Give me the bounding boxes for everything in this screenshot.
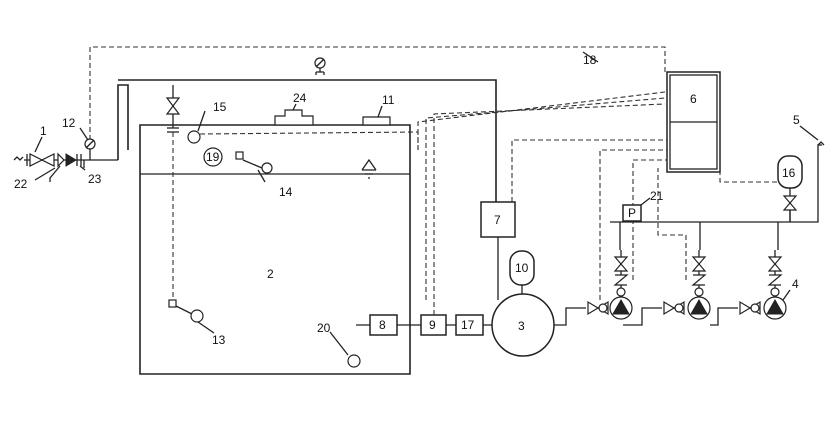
label-5: 5 [793, 113, 800, 127]
inlet-pipe [13, 57, 497, 202]
label-6: 6 [690, 92, 697, 106]
leader-20 [329, 331, 349, 356]
label-17: 17 [461, 318, 475, 332]
leader-13 [197, 321, 215, 334]
label-7: 7 [494, 213, 501, 227]
suction-line [356, 314, 492, 336]
label-3: 3 [518, 319, 525, 333]
leader-15 [197, 110, 206, 132]
label-22: 22 [14, 177, 28, 191]
label-23: 23 [88, 172, 102, 186]
label-2: 2 [267, 267, 274, 281]
leader-14 [257, 169, 266, 183]
label-24: 24 [293, 91, 307, 105]
label-13: 13 [212, 333, 226, 347]
label-8: 8 [379, 318, 386, 332]
pressure-switch-21 [622, 204, 642, 222]
pressure-switch-letter: P [628, 206, 636, 220]
control-panel-6 [666, 71, 721, 173]
label-18: 18 [583, 53, 597, 67]
device-8 [369, 314, 398, 336]
label-21: 21 [650, 189, 664, 203]
label-20: 20 [317, 321, 331, 335]
leader-18 [582, 51, 599, 63]
label-12: 12 [62, 116, 76, 130]
booster-pump-2 [663, 250, 711, 320]
leader-5 [799, 125, 819, 141]
label-9: 9 [429, 318, 436, 332]
leader-4 [782, 289, 791, 301]
controller-7 [480, 201, 516, 238]
leader-12 [79, 127, 89, 141]
label-11: 11 [382, 93, 395, 107]
booster-pump-3 [739, 250, 787, 320]
booster-pump-1 [587, 250, 633, 320]
device-17 [455, 314, 484, 336]
leader-1 [34, 136, 43, 153]
label-16: 16 [782, 166, 796, 180]
leader-24 [292, 103, 297, 111]
label-4: 4 [792, 277, 799, 291]
leader-11 [377, 105, 383, 118]
label-10: 10 [515, 261, 529, 275]
label-1: 1 [40, 124, 47, 138]
leader-23 [79, 165, 86, 171]
label-19: 19 [206, 150, 220, 164]
leader-22 [34, 167, 56, 181]
label-15: 15 [213, 100, 227, 114]
signal-line-18 [89, 46, 666, 148]
label-14: 14 [279, 185, 293, 199]
